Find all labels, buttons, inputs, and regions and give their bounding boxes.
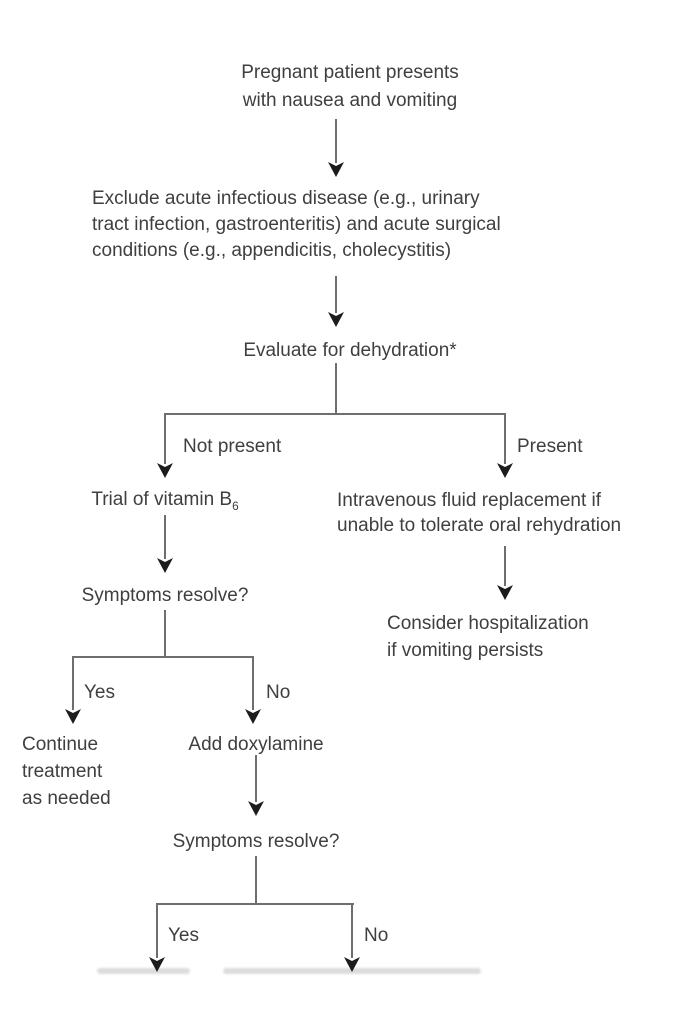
text-line: Consider hospitalization bbox=[387, 613, 589, 634]
branch-label-not-present: Not present bbox=[183, 436, 282, 457]
vitamin-b6-subscript: 6 bbox=[232, 499, 239, 513]
arrow-not-present-head bbox=[157, 463, 173, 478]
branch-label-no-2: No bbox=[364, 925, 389, 946]
node-evaluate-dehydration: Evaluate for dehydration* bbox=[243, 340, 457, 361]
arrow-b6-to-symptoms1-head bbox=[157, 558, 173, 573]
branch-label-present: Present bbox=[517, 436, 583, 457]
arrow-start-to-exclude-head bbox=[328, 162, 344, 177]
branch-label-no-1: No bbox=[266, 682, 291, 703]
node-consider-hospitalization: Consider hospitalization if vomiting per… bbox=[387, 610, 667, 664]
node-add-doxylamine: Add doxylamine bbox=[188, 734, 324, 755]
arrow-no1-head bbox=[245, 709, 261, 724]
text-line: Pregnant patient presents bbox=[241, 62, 459, 83]
node-continue-treatment: Continue treatment as needed bbox=[22, 731, 152, 812]
cropped-text-remnant-left bbox=[97, 968, 190, 974]
node-trial-vitamin-b6: Trial of vitamin B6 bbox=[40, 487, 290, 513]
branch-label-yes-1: Yes bbox=[84, 682, 115, 703]
text-line: Intravenous fluid replacement if bbox=[337, 490, 602, 511]
arrow-exclude-to-evaluate-head bbox=[328, 312, 344, 327]
branch-label-yes-2: Yes bbox=[168, 925, 199, 946]
text-line: unable to tolerate oral rehydration bbox=[337, 515, 622, 536]
arrow-doxylamine-to-symptoms2-head bbox=[248, 801, 264, 816]
node-exclude-conditions: Exclude acute infectious disease (e.g., … bbox=[92, 186, 612, 264]
text-line: Exclude acute infectious disease (e.g., … bbox=[92, 188, 480, 209]
text-line: Trial of vitamin B bbox=[91, 489, 233, 510]
cropped-text-remnant-right bbox=[223, 968, 481, 974]
node-iv-fluid-replacement: Intravenous fluid replacement if unable … bbox=[337, 488, 682, 538]
text-line: if vomiting persists bbox=[387, 640, 544, 661]
text-line: with nausea and vomiting bbox=[242, 90, 458, 111]
text-line: tract infection, gastroenteritis) and ac… bbox=[92, 214, 501, 235]
text-line: conditions (e.g., appendicitis, cholecys… bbox=[92, 240, 452, 261]
node-symptoms-resolve-2: Symptoms resolve? bbox=[172, 831, 340, 852]
arrow-present-head bbox=[497, 463, 513, 478]
node-start: Pregnant patient presents with nausea an… bbox=[175, 59, 525, 115]
arrow-yes1-head bbox=[65, 709, 81, 724]
node-symptoms-resolve-1: Symptoms resolve? bbox=[81, 585, 249, 606]
arrow-iv-to-hospitalization-head bbox=[497, 585, 513, 600]
text-line: treatment bbox=[22, 761, 103, 782]
text-line: Continue bbox=[22, 734, 99, 755]
text-line: as needed bbox=[22, 788, 111, 809]
